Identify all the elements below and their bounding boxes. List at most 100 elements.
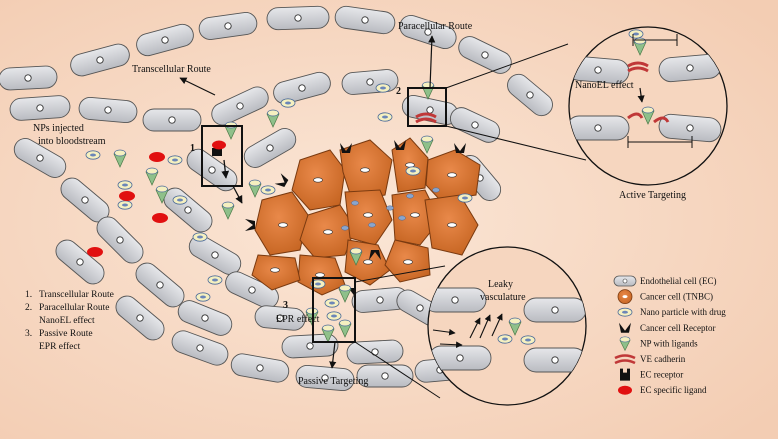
legend-label: EC specific ligand	[640, 385, 707, 395]
legend-item: Endothelial cell (EC)	[613, 275, 716, 287]
cancer-receptor	[340, 143, 352, 153]
nanoparticle-icon	[617, 307, 633, 317]
nanoparticle	[457, 193, 473, 203]
cancer-cell	[425, 149, 481, 201]
endothelial-cell	[523, 347, 586, 373]
passive-route-box	[312, 265, 446, 399]
endothelial-cell	[78, 96, 138, 124]
endothelial-cell	[273, 71, 331, 105]
cancer-cell	[251, 254, 301, 291]
endothelial-cell	[96, 216, 144, 264]
endothelial-cell	[188, 235, 242, 275]
endothelial-cell	[507, 73, 553, 117]
marker-1: 1	[190, 143, 195, 154]
cancer-receptor	[454, 143, 466, 153]
endothelial-cell	[569, 55, 630, 85]
endothelial-cell	[142, 108, 202, 132]
route-list-item: Transcellular Route	[39, 290, 114, 300]
cancer-cell	[254, 191, 309, 256]
np-with-ligand	[641, 106, 655, 125]
endothelial-cell	[351, 287, 409, 313]
ve-cadherin	[627, 61, 649, 73]
endothelial-cell	[569, 115, 630, 141]
ve-cadherin-icon	[614, 354, 636, 365]
transcellular-route-box	[179, 77, 243, 204]
endothelial-cell	[295, 364, 355, 392]
nps-injected-label-2: into bloodstream	[38, 136, 106, 147]
cancer-cell-icon	[617, 289, 633, 305]
legend-label: EC receptor	[640, 370, 683, 380]
ec-receptor-icon	[212, 148, 222, 156]
nanoparticle	[172, 195, 188, 205]
leaky-label: Leaky	[488, 279, 513, 290]
internalized-np	[406, 193, 414, 199]
ec-ligand	[119, 191, 135, 201]
ec-ligand	[149, 152, 165, 162]
legend-label: Cancer cell (TNBC)	[640, 292, 713, 302]
endothelial-cell	[658, 113, 722, 143]
np-with-ligand	[338, 284, 352, 303]
marker-2: 2	[396, 86, 401, 97]
paracellular-route-box	[407, 35, 587, 161]
legend-item: Cancer cell (TNBC)	[617, 289, 713, 305]
route-list-number: 3.	[25, 329, 32, 339]
endothelial-cell	[13, 138, 67, 178]
endothelial-cell	[9, 95, 71, 121]
endothelial-cell	[136, 23, 194, 57]
endothelial-cell	[115, 295, 165, 341]
cancer-cell	[339, 139, 393, 201]
np-with-ligand	[508, 317, 522, 336]
nanoparticle	[628, 29, 644, 39]
routes-list: 1. Transcellular Route 2. Paracellular Rout…	[25, 290, 114, 352]
nanoparticle	[85, 150, 101, 160]
endothelial-cell	[334, 5, 396, 35]
np-with-ligand	[266, 109, 280, 128]
endothelial-cell	[281, 333, 339, 359]
nanoparticle	[405, 166, 421, 176]
internalized-np	[351, 200, 359, 206]
route-list-subitem: NanoEL effect	[39, 315, 95, 326]
internalized-np	[368, 222, 376, 228]
np-with-ligand	[248, 179, 262, 198]
transcellular-route-label: Transcellular Route	[132, 64, 211, 75]
leaky-vasculature-inset	[427, 246, 587, 406]
np-with-ligand	[145, 167, 159, 186]
ve-cadherin	[415, 112, 437, 124]
legend-item: Nano particle with drug	[617, 307, 726, 317]
nps-injected-label: NPs injected	[33, 123, 84, 134]
legend-item: EC receptor	[620, 368, 683, 381]
legend-label: Endothelial cell (EC)	[640, 276, 716, 286]
legend-item: EC specific ligand	[618, 385, 707, 395]
route-list-item: Paracellular Route	[39, 303, 109, 313]
np-with-ligand	[338, 319, 352, 338]
legend-label: Nano particle with drug	[640, 307, 726, 317]
cancer-receptor-icon	[619, 322, 631, 333]
legend-label: Cancer cell Receptor	[640, 323, 715, 333]
route-list-subitem: EPR effect	[39, 341, 81, 352]
cancer-receptor	[245, 219, 255, 231]
nanoparticles	[85, 81, 473, 343]
internalized-np	[386, 205, 394, 211]
endothelial-cell	[171, 330, 229, 366]
endothelial-cell	[70, 43, 130, 77]
nanoparticle	[520, 335, 536, 345]
endothelial-cell	[458, 36, 512, 74]
np-ligand-icon	[619, 336, 631, 352]
legend: Endothelial cell (EC) Cancer cell (TNBC) N…	[613, 275, 726, 395]
endothelial-cell	[0, 65, 58, 91]
tumor-mass	[245, 137, 481, 298]
endothelial-cell	[243, 128, 297, 168]
legend-item: Cancer cell Receptor	[619, 322, 715, 333]
cancer-receptor	[369, 250, 381, 260]
route-list-number: 2.	[25, 303, 32, 313]
cancer-cell	[424, 194, 479, 256]
route-list-number: 1.	[25, 290, 32, 300]
nanoparticle	[195, 292, 211, 302]
endothelial-cell	[177, 300, 233, 336]
np-with-ligand	[633, 37, 647, 56]
endothelial-cell-icon	[613, 275, 637, 287]
paracellular-route-label: Paracellular Route	[398, 21, 473, 32]
np-with-ligand	[221, 201, 235, 220]
ec-receptor-icon	[620, 368, 630, 381]
